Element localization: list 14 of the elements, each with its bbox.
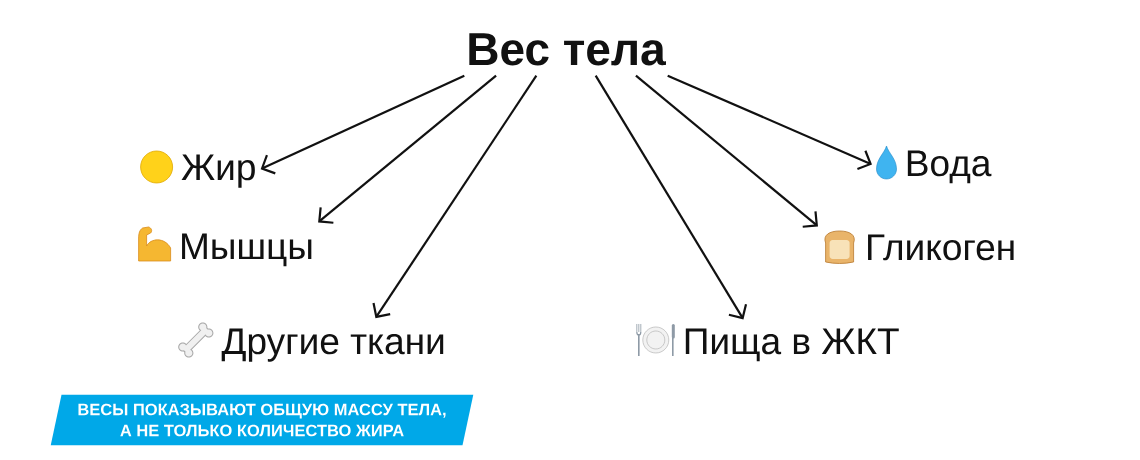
arrow bbox=[372, 75, 538, 319]
arrow bbox=[594, 75, 748, 320]
item-label: Жир bbox=[181, 154, 255, 188]
item-label: Гликоген bbox=[868, 234, 1014, 261]
arrow bbox=[260, 74, 465, 175]
heading-label: Вес тела bbox=[469, 33, 666, 66]
arrow bbox=[667, 74, 872, 171]
item-label: Мышцы bbox=[182, 233, 312, 267]
item-label: Другие ткани bbox=[221, 328, 444, 362]
arrow bbox=[635, 74, 818, 228]
arrow bbox=[318, 74, 497, 224]
item-label: Пища в ЖКТ bbox=[685, 328, 899, 362]
item-label: Вода bbox=[907, 150, 992, 184]
callout-banner: ВЕСЫ ПОКАЗЫВАЮТ ОБЩУЮ МАССУ ТЕЛА, А НЕ ТОЛЬКО КОЛИЧЕСТВО ЖИРА bbox=[50, 394, 474, 446]
